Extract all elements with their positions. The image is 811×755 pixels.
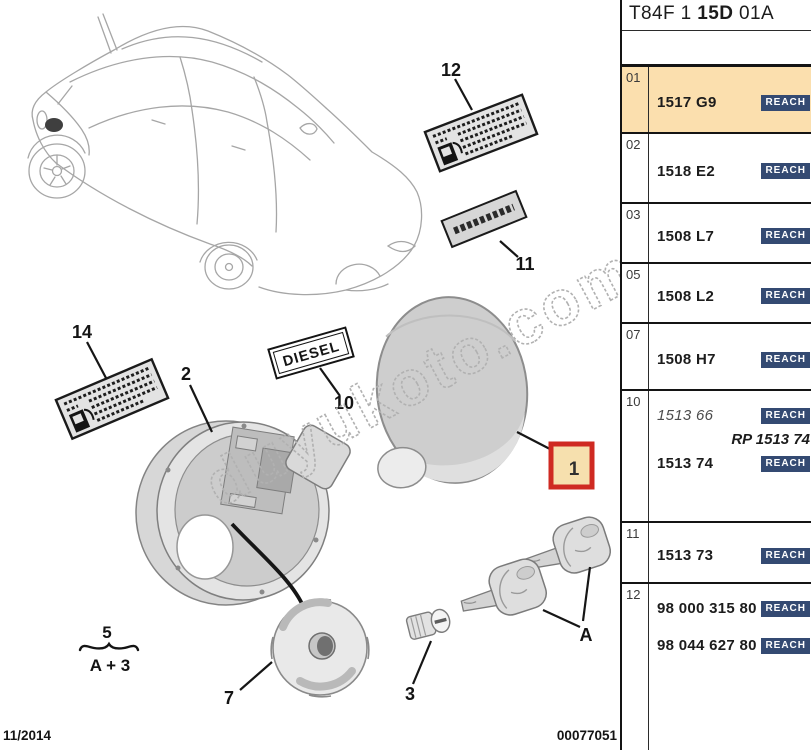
part-label-14: 14 [72, 322, 92, 342]
key-2 [524, 516, 611, 574]
catalog-reference-header: T84F 1 15D 01A [622, 0, 811, 31]
group-formula-label: A + 3 [90, 656, 130, 675]
row-index: 05 [622, 264, 649, 322]
reach-badge[interactable]: REACH [761, 288, 810, 304]
lock-barrel [405, 608, 451, 640]
part-row-12[interactable]: 12 98 000 315 80 REACH 98 044 627 80 REA… [622, 584, 811, 750]
reach-badge[interactable]: REACH [761, 228, 810, 244]
replacement-note: RP 1513 74 [731, 431, 810, 448]
header-part3: 01A [733, 3, 775, 24]
part-ref-superseded: 1513 66 [657, 407, 714, 424]
part-label-1: 1 [569, 459, 580, 480]
row-index: 01 [622, 67, 649, 132]
footer-date: 11/2014 [3, 728, 52, 743]
reach-badge[interactable]: REACH [761, 407, 810, 424]
parts-diagram: DIESEL [3, 13, 650, 743]
row-index: 03 [622, 204, 649, 262]
fuel-cap [270, 598, 370, 698]
row-index: 12 [622, 584, 649, 750]
part-row-01[interactable]: 01 1517 G9 REACH [622, 67, 811, 134]
row-index: 07 [622, 324, 649, 389]
part-label-11: 11 [515, 254, 534, 274]
part-label-A: A [580, 625, 593, 645]
fuel-info-sticker-12 [423, 93, 539, 173]
header-part2: 15D [697, 3, 734, 24]
part-ref: 1508 H7 [657, 351, 716, 368]
part-row-07[interactable]: 07 1508 H7 REACH [622, 324, 811, 391]
part-ref: 1513 73 [657, 547, 714, 564]
selected-part-marker[interactable]: 1 [548, 441, 595, 490]
reach-badge[interactable]: REACH [761, 94, 810, 111]
part-ref: 1513 74 [657, 455, 714, 472]
part-ref: 1517 G9 [657, 94, 717, 111]
empty-row [622, 31, 811, 67]
reach-badge[interactable]: REACH [761, 163, 810, 179]
part-label-3: 3 [405, 684, 415, 704]
row-index: 02 [622, 134, 649, 202]
part-row-10[interactable]: 10 1513 66 REACH RP 1513 74 1513 74 REAC… [622, 391, 811, 523]
reach-badge[interactable]: REACH [761, 547, 810, 564]
part-row-03[interactable]: 03 1508 L7 REACH [622, 204, 811, 264]
row-index: 10 [622, 391, 649, 521]
group-brace [78, 641, 140, 652]
cap-tether-cable [230, 522, 306, 609]
part-ref: 1508 L2 [657, 287, 715, 305]
part-ref: 98 044 627 80 [657, 637, 757, 654]
part-row-11[interactable]: 11 1513 73 REACH [622, 523, 811, 584]
header-part1: T84F 1 [629, 3, 698, 24]
footer-doc-number: 00077051 [557, 728, 618, 743]
reach-badge[interactable]: REACH [761, 600, 810, 617]
part-label-10: 10 [334, 393, 354, 413]
key-1 [460, 558, 547, 616]
part-row-02[interactable]: 02 1518 E2 REACH [622, 134, 811, 204]
reach-badge[interactable]: REACH [761, 351, 810, 368]
fuel-flap [375, 296, 529, 489]
fuel-info-sticker-14 [54, 357, 170, 441]
parts-table: T84F 1 15D 01A 01 1517 G9 REACH 02 1518 … [620, 0, 811, 750]
part-ref: 1508 L7 [657, 227, 715, 245]
part-label-2: 2 [181, 364, 191, 384]
part-label-12: 12 [441, 60, 461, 80]
cn-text-sticker-11 [440, 189, 528, 249]
fuel-filler-dot [45, 118, 63, 132]
reach-badge[interactable]: REACH [761, 637, 810, 654]
part-row-05[interactable]: 05 1508 L2 REACH [622, 264, 811, 324]
diesel-sticker: DIESEL [267, 326, 355, 380]
part-ref: 98 000 315 80 [657, 600, 757, 617]
part-ref: 1518 E2 [657, 162, 715, 180]
reach-badge[interactable]: REACH [761, 455, 810, 472]
part-label-7: 7 [224, 688, 234, 708]
filler-housing [135, 420, 351, 609]
car-illustration [27, 13, 423, 296]
group-count-label: 5 [102, 623, 111, 642]
row-index: 11 [622, 523, 649, 582]
